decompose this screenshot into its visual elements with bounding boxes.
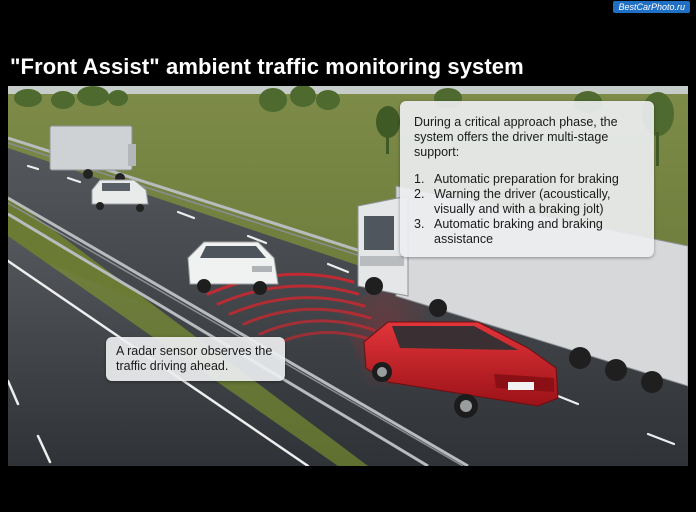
- step-number: 1.: [414, 172, 425, 186]
- support-lead-text: During a critical approach phase, the sy…: [414, 115, 618, 159]
- radar-sensor-callout: A radar sensor observes the traffic driv…: [106, 337, 285, 381]
- step-text: Warning the driver (acoustically, visual…: [434, 187, 611, 216]
- watermark: BestCarPhoto.ru: [613, 1, 690, 13]
- multi-stage-support-callout: During a critical approach phase, the sy…: [400, 101, 654, 257]
- step-text: Automatic preparation for braking: [434, 172, 619, 186]
- radar-sensor-text: A radar sensor observes the traffic driv…: [116, 344, 273, 373]
- step-text: Automatic braking and braking assistance: [434, 217, 603, 246]
- support-step: 2. Warning the driver (acoustically, vis…: [414, 187, 644, 217]
- support-steps-list: 1. Automatic preparation for braking 2. …: [414, 172, 644, 247]
- support-step: 3. Automatic braking and braking assista…: [414, 217, 644, 247]
- step-number: 3.: [414, 217, 425, 231]
- page-title: "Front Assist" ambient traffic monitorin…: [10, 54, 524, 79]
- support-step: 1. Automatic preparation for braking: [414, 172, 644, 187]
- step-number: 2.: [414, 187, 425, 201]
